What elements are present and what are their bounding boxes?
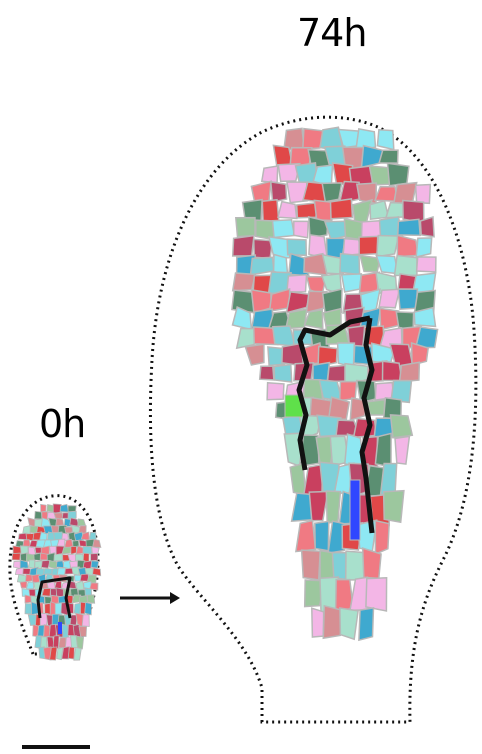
cell [340,254,360,275]
cell [12,553,20,560]
cell [251,257,275,275]
cell [260,366,274,380]
cell [91,554,98,561]
cell [353,200,372,222]
growth-arrow [120,592,180,604]
time-label-74h: 74h [297,14,366,52]
cell [340,382,357,401]
cell [416,185,431,204]
cell [287,239,306,255]
cell [274,365,292,383]
cell [41,504,47,512]
cell [60,504,69,512]
cell [56,518,64,526]
cell [91,561,99,568]
cell [40,532,48,540]
cell [398,219,420,235]
cell [322,183,342,202]
cell [383,361,403,380]
cell [391,415,413,438]
cell [278,202,297,219]
cell [302,550,321,580]
cell [420,217,434,237]
cell [62,547,71,554]
cell [245,344,264,365]
cell [379,289,400,308]
cell [388,163,409,186]
cell [20,582,27,588]
cell [331,199,353,219]
cell [359,236,378,254]
cell [93,568,101,576]
cell [384,491,404,523]
cell [79,626,87,636]
cell [76,636,84,649]
cell [78,519,86,526]
cell [296,521,316,552]
cell [68,647,74,659]
cell [358,520,377,551]
cell [93,540,101,548]
cell [262,166,278,183]
cell [262,200,279,223]
cell [32,574,40,582]
cell [294,221,309,238]
cell [273,326,295,346]
cell [375,521,389,555]
cell [26,582,33,589]
cell [319,380,342,401]
cell [28,615,36,626]
cell [88,595,95,604]
cell [329,397,350,419]
cell [74,648,82,661]
cell [233,273,256,291]
cell [267,383,284,400]
cell [56,561,64,568]
cell [400,362,420,382]
cell [366,578,387,611]
cell [379,150,398,163]
cell [398,289,417,309]
cell [42,588,50,596]
highlighted-cell [350,480,360,540]
cell [85,603,92,615]
cell [29,560,35,569]
cell [35,511,42,519]
cell [363,548,381,578]
cell [236,218,255,237]
cell [309,492,328,521]
cell [340,608,358,639]
cell [79,526,86,534]
cell [377,130,393,150]
cell [315,521,329,550]
cell [397,235,418,256]
cell [357,183,377,204]
cell [273,220,295,238]
cell [342,274,362,292]
cell [23,569,31,575]
cell [395,436,409,464]
cell [233,236,254,256]
cell [375,433,391,467]
cell [359,608,374,640]
cell [312,608,324,637]
highlighted-cell [58,622,62,634]
cell [395,256,417,276]
cell [326,491,340,523]
cell [45,603,51,614]
cell [71,546,77,554]
cell [417,257,436,272]
cell [381,464,397,495]
cell [416,238,432,257]
cell [82,615,89,627]
cell [377,236,399,257]
cell [41,560,50,568]
cell [271,182,287,202]
time-label-0h: 0h [39,405,85,443]
cell [54,532,63,540]
cell [54,554,63,561]
cell-mosaic-74h [232,127,438,640]
cell [72,567,80,575]
